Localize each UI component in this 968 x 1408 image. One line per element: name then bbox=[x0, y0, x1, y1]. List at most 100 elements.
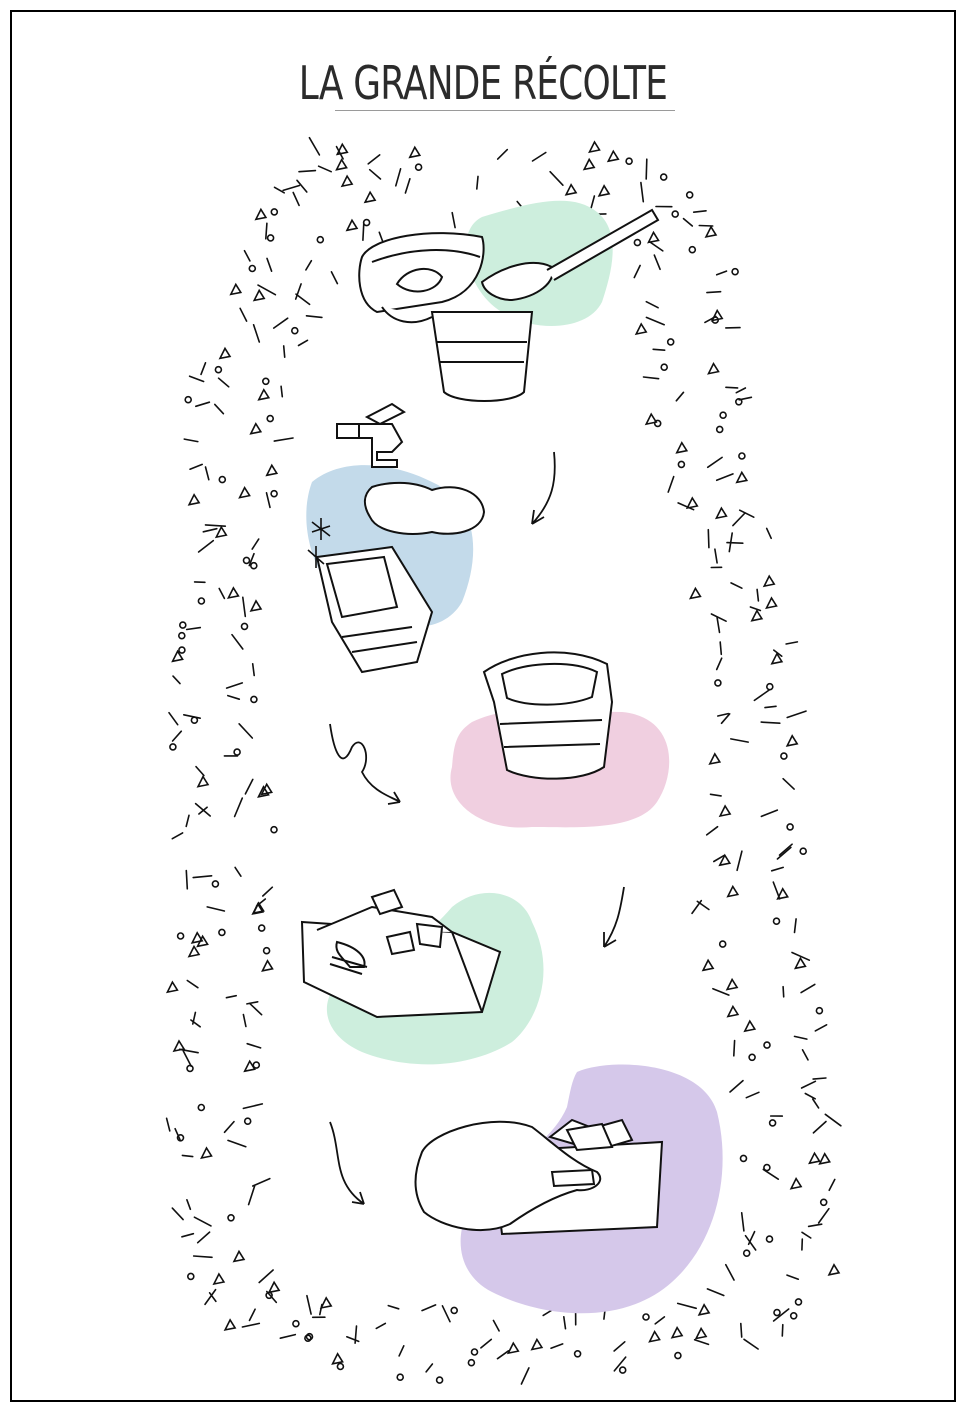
confetti-mark bbox=[267, 493, 271, 508]
confetti-mark bbox=[296, 294, 310, 304]
confetti-mark bbox=[744, 1339, 758, 1349]
confetti-mark bbox=[720, 806, 730, 816]
confetti-mark bbox=[699, 1305, 709, 1315]
confetti-mark bbox=[802, 1232, 811, 1238]
confetti-mark bbox=[742, 1213, 744, 1231]
confetti-mark bbox=[167, 1118, 170, 1131]
confetti-mark bbox=[813, 1122, 826, 1133]
confetti-mark bbox=[216, 527, 226, 537]
confetti-mark bbox=[306, 261, 312, 270]
confetti-mark bbox=[253, 1179, 270, 1186]
confetti-mark bbox=[243, 1104, 262, 1109]
confetti-mark bbox=[299, 340, 308, 345]
confetti-mark bbox=[498, 150, 508, 160]
confetti-mark bbox=[614, 1342, 625, 1351]
confetti-mark bbox=[787, 1275, 798, 1279]
confetti-mark bbox=[319, 166, 332, 172]
confetti-mark bbox=[699, 226, 712, 227]
confetti-mark bbox=[199, 541, 214, 552]
confetti-mark bbox=[235, 867, 241, 876]
confetti-mark bbox=[170, 744, 176, 750]
confetti-mark bbox=[694, 211, 706, 212]
confetti-mark bbox=[727, 980, 737, 990]
confetti-mark bbox=[815, 1025, 826, 1031]
confetti-mark bbox=[198, 1232, 210, 1243]
confetti-mark bbox=[201, 363, 206, 375]
confetti-mark bbox=[187, 1200, 191, 1210]
confetti-mark bbox=[189, 495, 199, 505]
confetti-mark bbox=[220, 348, 230, 358]
confetti-mark bbox=[599, 186, 609, 196]
confetti-mark bbox=[169, 713, 178, 725]
confetti-mark bbox=[778, 889, 788, 899]
confetti-mark bbox=[765, 706, 776, 707]
confetti-mark bbox=[575, 1351, 581, 1357]
confetti-mark bbox=[267, 258, 272, 271]
confetti-mark bbox=[263, 378, 269, 384]
confetti-mark bbox=[227, 683, 243, 688]
confetti-mark bbox=[709, 364, 719, 374]
confetti-mark bbox=[672, 1328, 682, 1338]
confetti-mark bbox=[182, 1155, 192, 1156]
confetti-mark bbox=[203, 529, 217, 532]
confetti-mark bbox=[752, 611, 762, 621]
confetti-mark bbox=[186, 815, 189, 826]
confetti-mark bbox=[320, 1305, 322, 1315]
confetti-mark bbox=[347, 1337, 359, 1342]
confetti-mark bbox=[274, 438, 293, 441]
confetti-mark bbox=[183, 1051, 191, 1066]
confetti-mark bbox=[695, 1340, 709, 1345]
confetti-mark bbox=[266, 223, 267, 239]
confetti-mark bbox=[250, 1309, 256, 1320]
confetti-mark bbox=[813, 1078, 826, 1079]
confetti-mark bbox=[189, 947, 199, 957]
confetti-mark bbox=[191, 717, 197, 723]
box-of-cups-icon bbox=[302, 890, 543, 1064]
confetti-mark bbox=[219, 477, 225, 483]
confetti-mark bbox=[715, 549, 717, 563]
confetti-mark bbox=[198, 1105, 204, 1111]
confetti-mark bbox=[293, 193, 299, 206]
confetti-mark bbox=[720, 941, 726, 947]
confetti-mark bbox=[267, 465, 277, 475]
confetti-mark bbox=[206, 525, 226, 526]
confetti-mark bbox=[259, 925, 265, 931]
confetti-mark bbox=[764, 1042, 770, 1048]
confetti-mark bbox=[676, 392, 683, 401]
confetti-mark bbox=[707, 292, 721, 293]
confetti-mark bbox=[772, 867, 784, 870]
confetti-mark bbox=[247, 1044, 260, 1048]
confetti-mark bbox=[744, 1250, 750, 1256]
confetti-mark bbox=[263, 961, 273, 971]
confetti-mark bbox=[498, 1351, 509, 1359]
confetti-mark bbox=[299, 171, 315, 172]
confetti-mark bbox=[347, 220, 357, 230]
confetti-mark bbox=[655, 420, 661, 426]
confetti-mark bbox=[240, 488, 250, 498]
confetti-mark bbox=[749, 1054, 755, 1060]
illustration-page: LA GRANDE RÉCOLTE bbox=[10, 10, 956, 1402]
confetti-mark bbox=[179, 633, 185, 639]
confetti-mark bbox=[692, 901, 701, 914]
confetti-mark bbox=[172, 1208, 183, 1220]
confetti-mark bbox=[242, 1323, 259, 1327]
confetti-mark bbox=[228, 588, 238, 598]
confetti-mark bbox=[182, 1234, 194, 1237]
confetti-mark bbox=[803, 1050, 809, 1060]
confetti-mark bbox=[251, 696, 257, 702]
confetti-mark bbox=[173, 676, 180, 684]
confetti-mark bbox=[251, 601, 261, 611]
confetti-mark bbox=[245, 251, 250, 261]
confetti-mark bbox=[707, 1289, 723, 1296]
confetti-mark bbox=[746, 1092, 759, 1097]
confetti-mark bbox=[259, 390, 269, 400]
yogurt-cup-with-spoon-icon bbox=[359, 201, 658, 401]
confetti-mark bbox=[225, 1320, 235, 1330]
confetti-mark bbox=[317, 237, 323, 243]
confetti-mark bbox=[196, 804, 211, 816]
confetti-mark bbox=[734, 1041, 735, 1056]
confetti-mark bbox=[397, 1374, 403, 1380]
confetti-mark bbox=[251, 563, 257, 569]
confetti-mark bbox=[626, 158, 632, 164]
confetti-mark bbox=[650, 242, 663, 251]
